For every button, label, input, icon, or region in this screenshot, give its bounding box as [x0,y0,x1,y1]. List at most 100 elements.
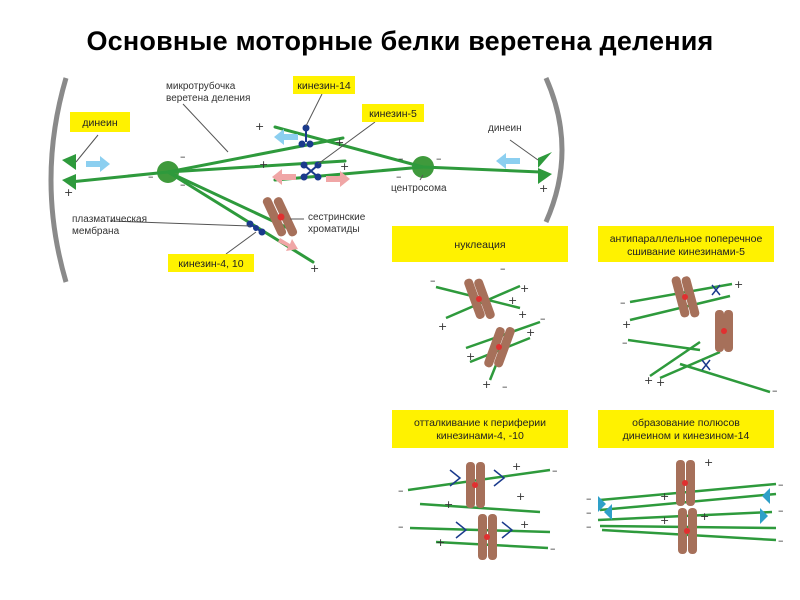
label-kinesin14: кинезин-14 [293,76,355,94]
svg-text:отталкивание к периферии: отталкивание к периферии [414,417,546,429]
svg-text:+: + [516,490,525,503]
sister-chromatids-icon [262,197,298,237]
microtubule-middle-right [273,165,425,182]
panel-pole-formation: образование полюсов динеином и кинезином… [586,410,784,554]
svg-text:–: – [622,336,628,349]
svg-text:–: – [502,380,508,393]
arrow-pink-left [272,169,296,185]
arrow-pink-chromatid [278,238,298,251]
svg-text:–: – [778,504,784,517]
microtubule-upper-right [273,125,425,169]
svg-text:+: + [526,326,535,339]
svg-text:+: + [656,376,665,389]
svg-text:+: + [704,456,713,469]
panel-antiparallel: антипараллельное поперечное сшивание кин… [598,226,778,397]
svg-text:динеином и кинезином-14: динеином и кинезином-14 [623,430,750,442]
arrow-blue-right [496,153,520,169]
svg-text:–: – [586,506,592,519]
svg-text:–: – [778,478,784,491]
label-membrane-line1: плазматическая [72,214,147,225]
label-kinesin4-10: кинезин-4, 10 [168,254,254,272]
svg-text:+: + [512,460,521,473]
svg-text:–: – [148,170,154,183]
svg-text:+: + [539,182,548,195]
svg-text:–: – [772,384,778,397]
svg-text:+: + [466,350,475,363]
svg-text:–: – [398,484,404,497]
microtubule-astral-left [68,170,170,184]
svg-text:нуклеация: нуклеация [454,239,505,251]
page-title: Основные моторные белки веретена деления [86,26,714,56]
plasma-membrane-left [48,77,69,283]
label-kinesin5: кинезин-5 [362,104,424,122]
arrow-blue-kinesin14 [274,129,298,145]
svg-text:+: + [644,374,653,387]
svg-text:–: – [552,464,558,477]
svg-text:–: – [620,296,626,309]
label-dynein-right: динеин [488,123,522,134]
svg-text:–: – [398,152,404,165]
svg-text:–: – [430,274,436,287]
svg-text:+: + [259,158,268,171]
svg-text:+: + [660,514,669,527]
svg-text:+: + [335,136,344,149]
kinesin14-motor-icon [298,124,314,148]
svg-text:+: + [482,378,491,391]
svg-text:антипараллельное поперечное: антипараллельное поперечное [610,233,763,245]
label-centrosome: центросома [391,183,447,194]
svg-text:+: + [520,518,529,531]
svg-text:кинезин-5: кинезин-5 [369,108,417,120]
svg-text:–: – [180,150,186,163]
microtubule-upper-left [166,136,345,174]
svg-text:–: – [500,262,506,275]
microtubule-astral-right [421,165,542,174]
dynein-left-icon [62,154,76,190]
label-membrane-line2: мембрана [72,225,120,237]
svg-text:–: – [396,170,402,183]
svg-text:–: – [550,542,556,555]
svg-text:+: + [660,490,669,503]
panel-nucleation: нуклеация – – + + + + + + – + – [392,226,568,393]
svg-text:+: + [700,510,709,523]
svg-text:+: + [255,120,264,133]
svg-text:–: – [586,520,592,533]
dynein-right-icon [538,152,552,184]
svg-text:+: + [444,498,453,511]
plasma-membrane-right [543,76,565,224]
panel-repulsion: отталкивание к периферии кинезинами-4, -… [392,410,568,560]
label-chromatids-line2: хроматиды [308,224,360,235]
svg-text:+: + [436,536,445,549]
svg-text:+: + [310,262,319,275]
svg-text:+: + [438,320,447,333]
svg-text:динеин: динеин [82,117,117,129]
svg-text:–: – [436,152,442,165]
microtubule-kinetochore [166,170,292,231]
svg-text:образование полюсов: образование полюсов [632,417,740,429]
svg-text:+: + [340,160,349,173]
svg-text:–: – [180,178,186,191]
svg-text:+: + [518,308,527,321]
svg-text:кинезин-4, 10: кинезин-4, 10 [178,258,243,270]
svg-text:+: + [64,186,73,199]
svg-text:+: + [622,318,631,331]
svg-text:–: – [778,534,784,547]
svg-text:кинезин-14: кинезин-14 [297,80,351,92]
kinesin5-motor-icon [300,161,322,181]
svg-text:–: – [586,492,592,505]
label-microtubule-line2: веретена деления [166,93,250,104]
svg-text:сшивание кинезинами-5: сшивание кинезинами-5 [627,246,745,258]
svg-text:–: – [540,312,546,325]
svg-text:+: + [508,294,517,307]
svg-text:+: + [520,282,529,295]
label-dynein-left: динеин [70,112,130,132]
arrow-pink-right [326,171,350,187]
svg-text:–: – [398,520,404,533]
polarity-signs: + – – – + + + + – – – + + [64,120,548,275]
kinesin4-motor-icon [246,220,266,236]
label-chromatids-line1: сестринские [308,212,366,223]
label-microtubule-line1: микротрубочка [166,80,236,92]
svg-text:+: + [734,278,743,291]
arrow-blue-left [86,156,110,172]
svg-text:кинезинами-4, -10: кинезинами-4, -10 [436,430,524,442]
